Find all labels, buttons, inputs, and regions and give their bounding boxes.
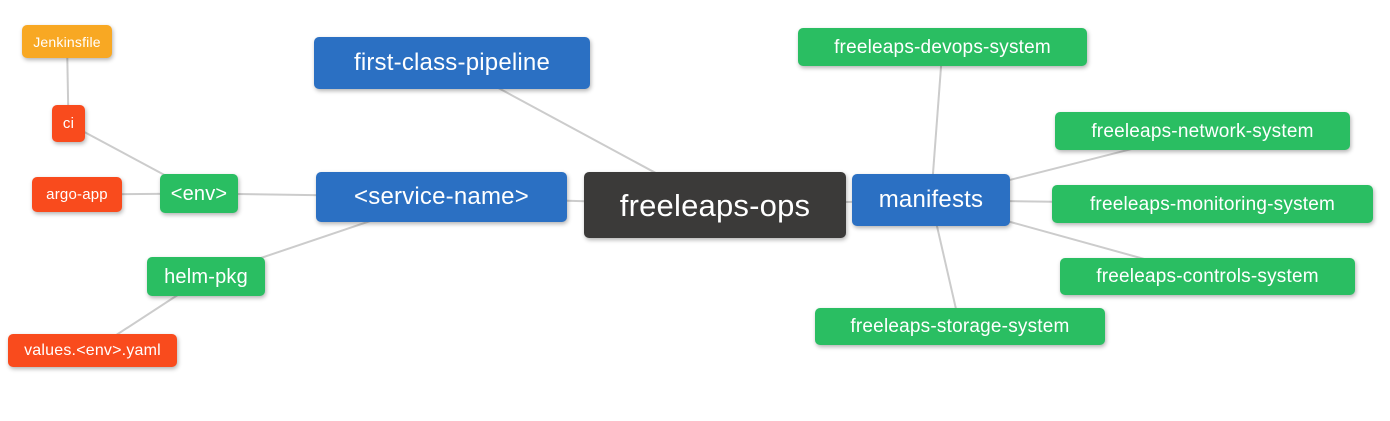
node-first-class-pipeline[interactable]: first-class-pipeline (314, 37, 590, 89)
node-monitoring-system[interactable]: freeleaps-monitoring-system (1052, 185, 1373, 223)
node-argo-app[interactable]: argo-app (32, 177, 122, 212)
node-ci[interactable]: ci (52, 105, 85, 142)
node-values-env-yaml[interactable]: values.<env>.yaml (8, 334, 177, 367)
node-freeleaps-ops[interactable]: freeleaps-ops (584, 172, 846, 238)
node-helm-pkg[interactable]: helm-pkg (147, 257, 265, 296)
node-storage-system[interactable]: freeleaps-storage-system (815, 308, 1105, 345)
node-env[interactable]: <env> (160, 174, 238, 213)
node-jenkinsfile[interactable]: Jenkinsfile (22, 25, 112, 58)
node-service-name[interactable]: <service-name> (316, 172, 567, 222)
node-network-system[interactable]: freeleaps-network-system (1055, 112, 1350, 150)
node-manifests[interactable]: manifests (852, 174, 1010, 226)
node-controls-system[interactable]: freeleaps-controls-system (1060, 258, 1355, 295)
node-devops-system[interactable]: freeleaps-devops-system (798, 28, 1087, 66)
